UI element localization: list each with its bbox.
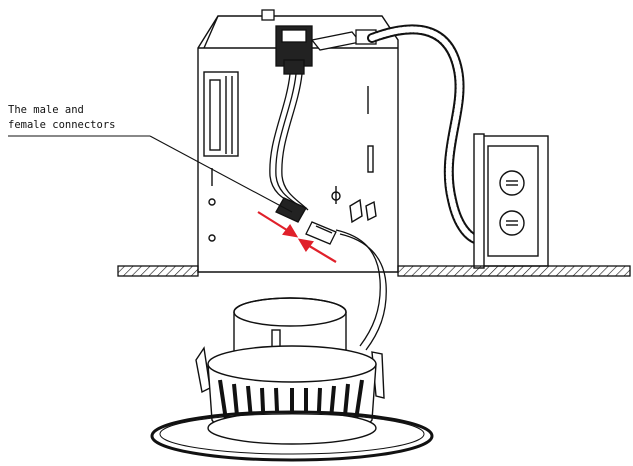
led-retrofit-downlight xyxy=(195,297,385,445)
callout-leader xyxy=(8,135,293,213)
callout-line-2: female connectors xyxy=(8,119,116,131)
recessed-housing-can xyxy=(197,15,399,273)
trim-ring xyxy=(150,410,434,462)
callout-line-1: The male and xyxy=(8,104,84,116)
ceiling-line xyxy=(117,265,631,277)
flexible-armored-conduit xyxy=(367,24,483,245)
electrical-outlet xyxy=(473,133,549,269)
push-together-arrows xyxy=(257,211,337,263)
connector-callout: The male and female connectors xyxy=(8,103,115,133)
male-female-connectors xyxy=(275,197,337,245)
